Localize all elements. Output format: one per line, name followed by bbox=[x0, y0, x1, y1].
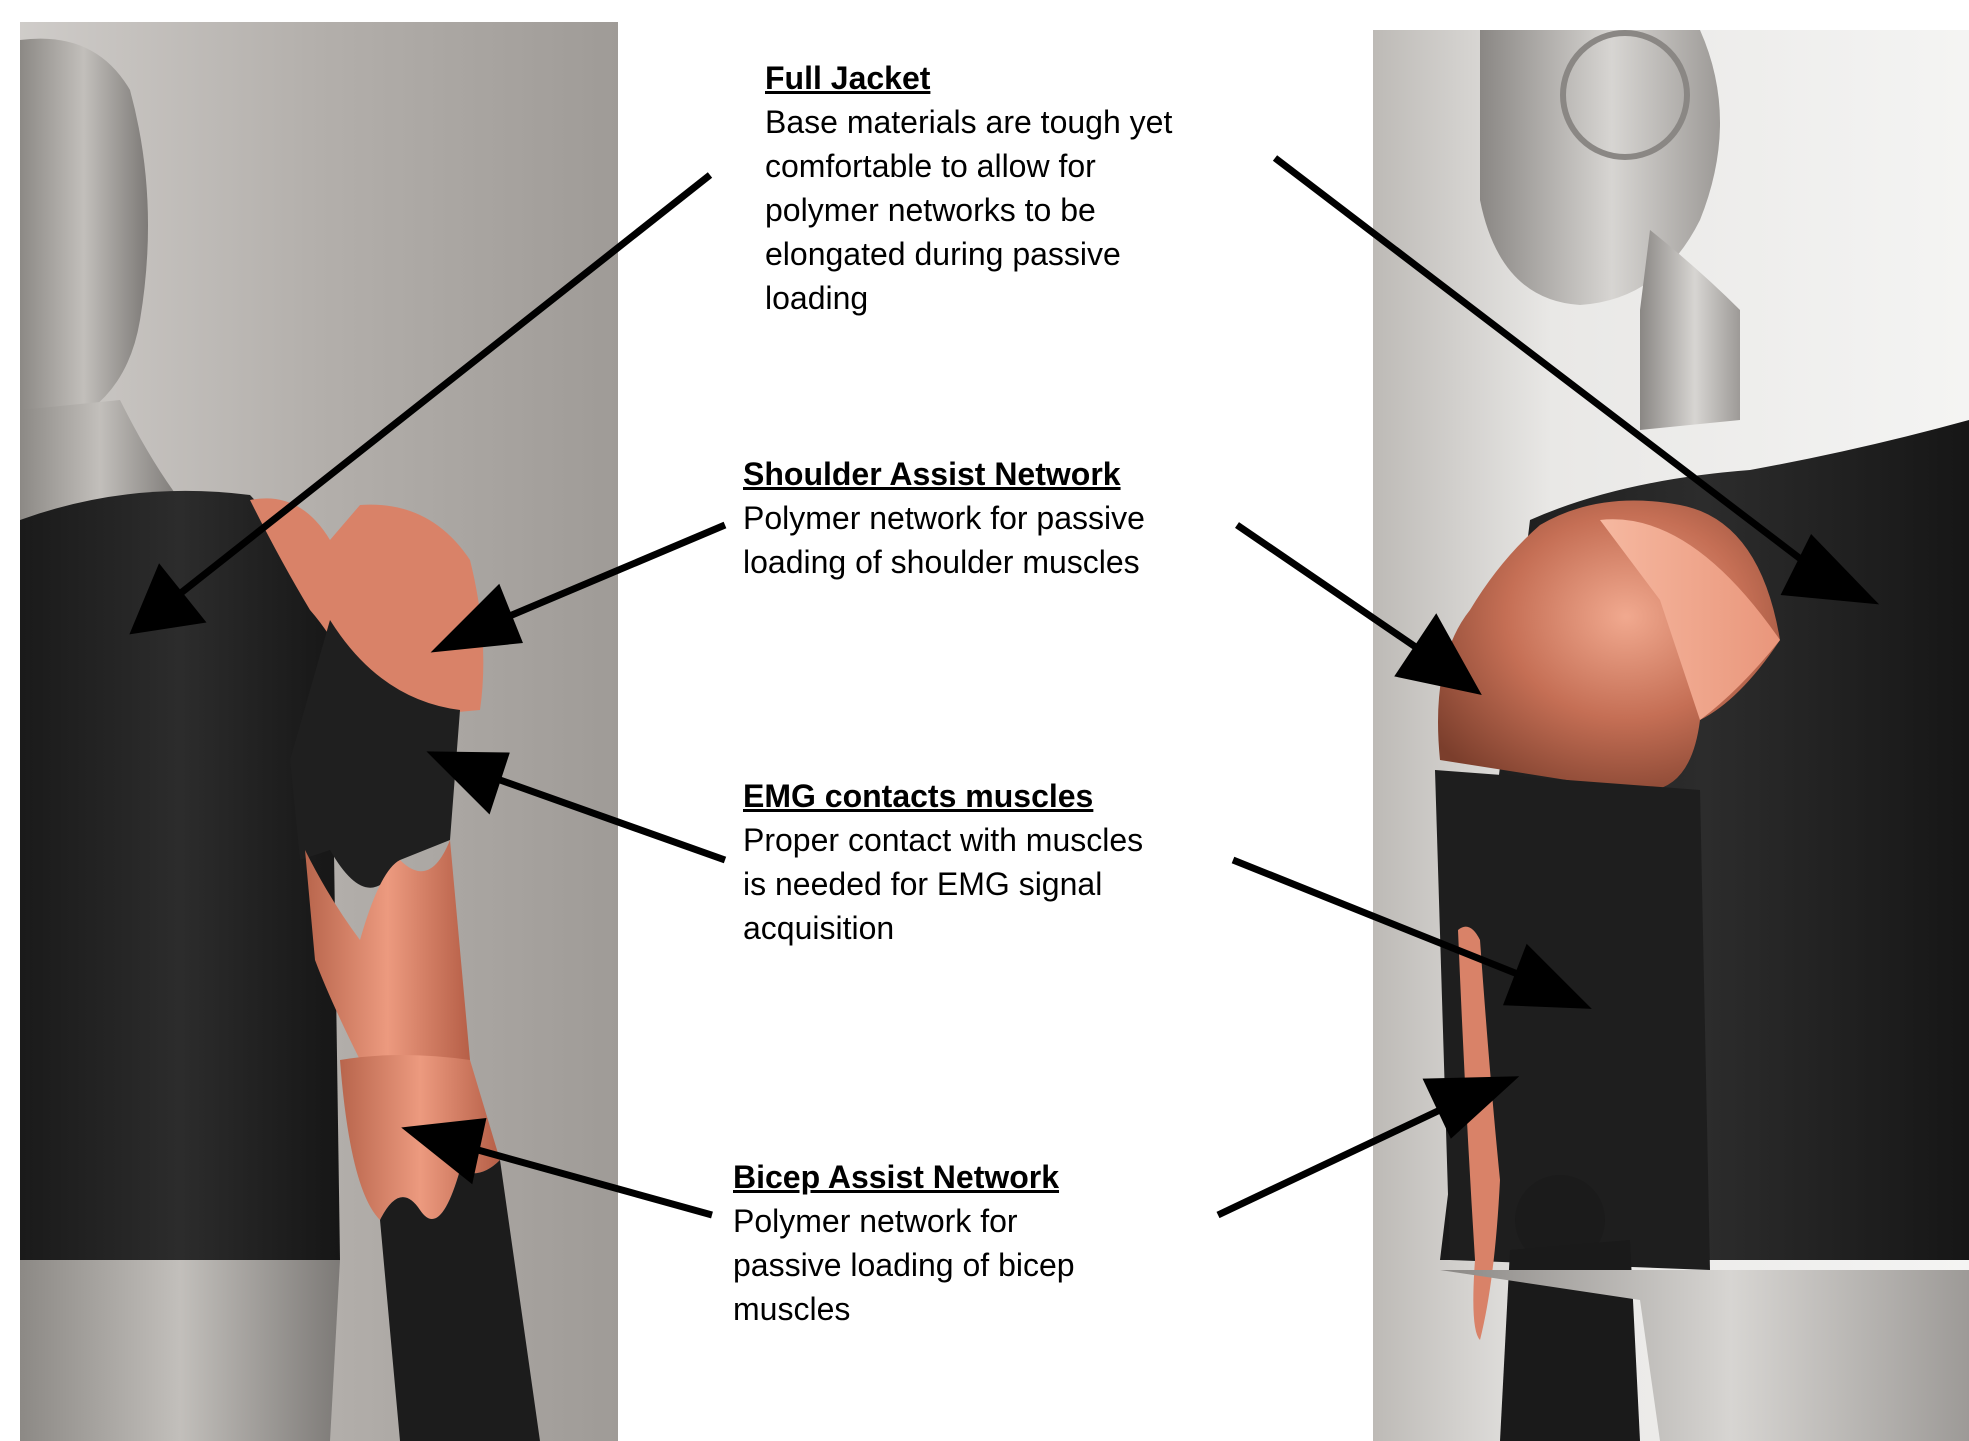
callout-line: acquisition bbox=[743, 906, 1143, 950]
callout-full-jacket: Full Jacket Base materials are tough yet… bbox=[765, 56, 1172, 320]
left-render-panel bbox=[20, 22, 618, 1441]
callout-line: elongated during passive bbox=[765, 232, 1172, 276]
callout-title-full-jacket: Full Jacket bbox=[765, 56, 1172, 100]
callout-line: Proper contact with muscles bbox=[743, 818, 1143, 862]
callout-line: loading bbox=[765, 276, 1172, 320]
callout-line: polymer networks to be bbox=[765, 188, 1172, 232]
callout-line: passive loading of bicep bbox=[733, 1243, 1075, 1287]
callout-line: loading of shoulder muscles bbox=[743, 540, 1145, 584]
callout-line: Polymer network for bbox=[733, 1199, 1075, 1243]
right-render-panel bbox=[1373, 30, 1969, 1441]
callout-bicep-assist: Bicep Assist Network Polymer network for… bbox=[733, 1155, 1075, 1331]
callout-line: Base materials are tough yet bbox=[765, 100, 1172, 144]
callout-line: Polymer network for passive bbox=[743, 496, 1145, 540]
callout-line: comfortable to allow for bbox=[765, 144, 1172, 188]
callout-line: is needed for EMG signal bbox=[743, 862, 1143, 906]
left-mannequin-hips bbox=[20, 1260, 340, 1441]
callout-title-emg-contacts: EMG contacts muscles bbox=[743, 774, 1143, 818]
callout-title-bicep-assist: Bicep Assist Network bbox=[733, 1155, 1075, 1199]
callout-title-shoulder-assist: Shoulder Assist Network bbox=[743, 452, 1145, 496]
callout-line: muscles bbox=[733, 1287, 1075, 1331]
callout-emg-contacts: EMG contacts muscles Proper contact with… bbox=[743, 774, 1143, 950]
callout-shoulder-assist: Shoulder Assist Network Polymer network … bbox=[743, 452, 1145, 584]
